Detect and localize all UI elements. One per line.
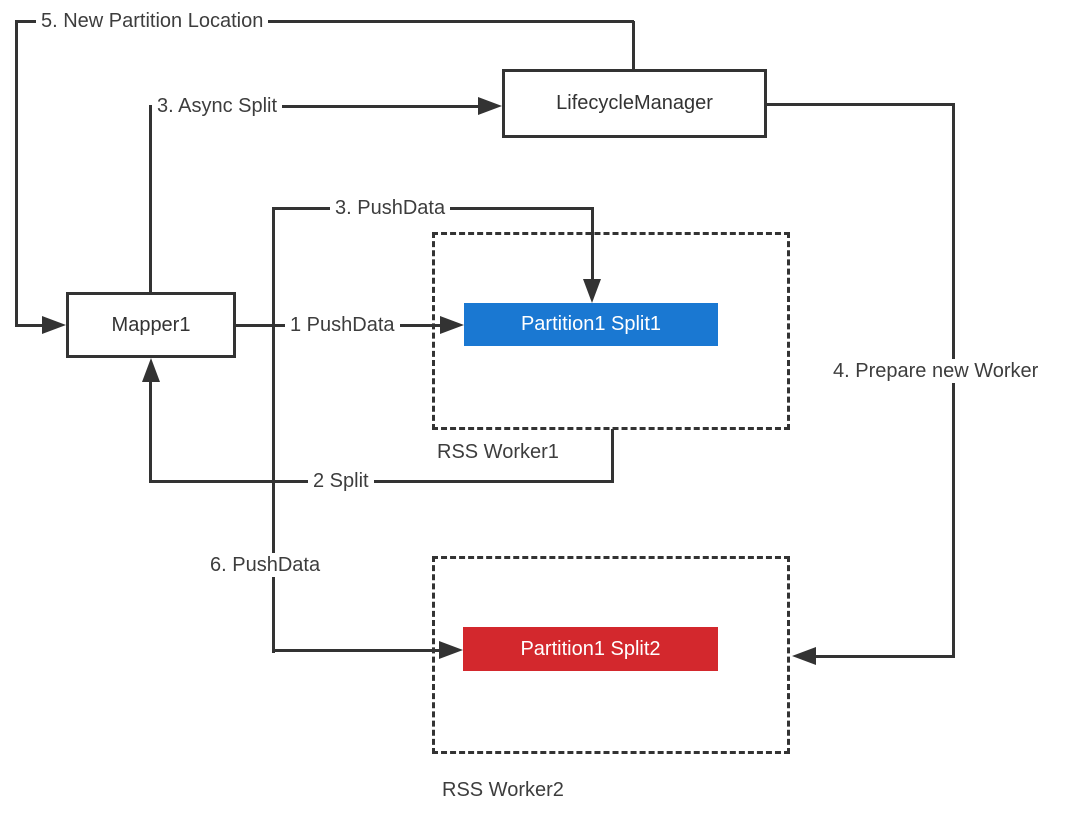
- edge-5-top-line: [15, 20, 634, 23]
- edge-5-arrowhead-icon: [42, 316, 66, 334]
- edge-5-label: 5. New Partition Location: [36, 9, 269, 33]
- partition1-split1-node: Partition1 Split1: [464, 303, 718, 346]
- partition1-split2-node: Partition1 Split2: [463, 627, 718, 671]
- rss-worker2-label: RSS Worker2: [442, 779, 564, 801]
- edge-4-into-worker2-line: [816, 655, 955, 658]
- mapper1-label: Mapper1: [111, 313, 191, 336]
- rss-worker1-label: RSS Worker1: [437, 441, 559, 463]
- edge-1-label: 1 PushData: [285, 313, 400, 337]
- edge-6-horizontal-line: [272, 649, 440, 652]
- edge-5-down-to-lifecycle-line: [632, 21, 635, 70]
- mapper1-node: Mapper1: [66, 292, 236, 358]
- partition1-split2-label: Partition1 Split2: [520, 637, 661, 660]
- edge-2-label: 2 Split: [308, 469, 374, 493]
- edge-6-arrowhead-icon: [439, 641, 463, 659]
- rss-worker1-group: [432, 232, 790, 430]
- edge-4-from-lifecycle-line: [767, 103, 955, 106]
- edge-2-horizontal-line: [149, 480, 614, 483]
- edge-1-arrowhead-icon: [440, 316, 464, 334]
- edge-2-up-line: [149, 380, 152, 483]
- edge-3-async-horizontal-line: [149, 105, 479, 108]
- edge-2-arrowhead-icon: [142, 358, 160, 382]
- edge-5-left-line: [15, 20, 18, 327]
- edge-4-label: 4. Prepare new Worker: [828, 359, 1044, 383]
- lifecycle-manager-label: LifecycleManager: [556, 92, 713, 114]
- lifecycle-manager-node: LifecycleManager: [502, 69, 767, 138]
- edge-3-async-label: 3. Async Split: [152, 94, 283, 118]
- edge-3-push-drop-line: [591, 207, 594, 281]
- edge-3-async-arrowhead-icon: [478, 97, 502, 115]
- edge-2-from-worker1-line: [611, 429, 614, 483]
- edge-3-push-arrowhead-icon: [583, 279, 601, 303]
- edge-3-push-label: 3. PushData: [330, 196, 451, 220]
- edge-5-into-mapper-line: [15, 324, 45, 327]
- rss-worker2-group: [432, 556, 790, 754]
- edge-6-label: 6. PushData: [205, 553, 326, 577]
- edge-4-arrowhead-icon: [792, 647, 816, 665]
- edge-3-6-trunk-line: [272, 207, 275, 653]
- partition1-split1-label: Partition1 Split1: [520, 313, 662, 335]
- edge-3-async-vertical-line: [149, 106, 152, 294]
